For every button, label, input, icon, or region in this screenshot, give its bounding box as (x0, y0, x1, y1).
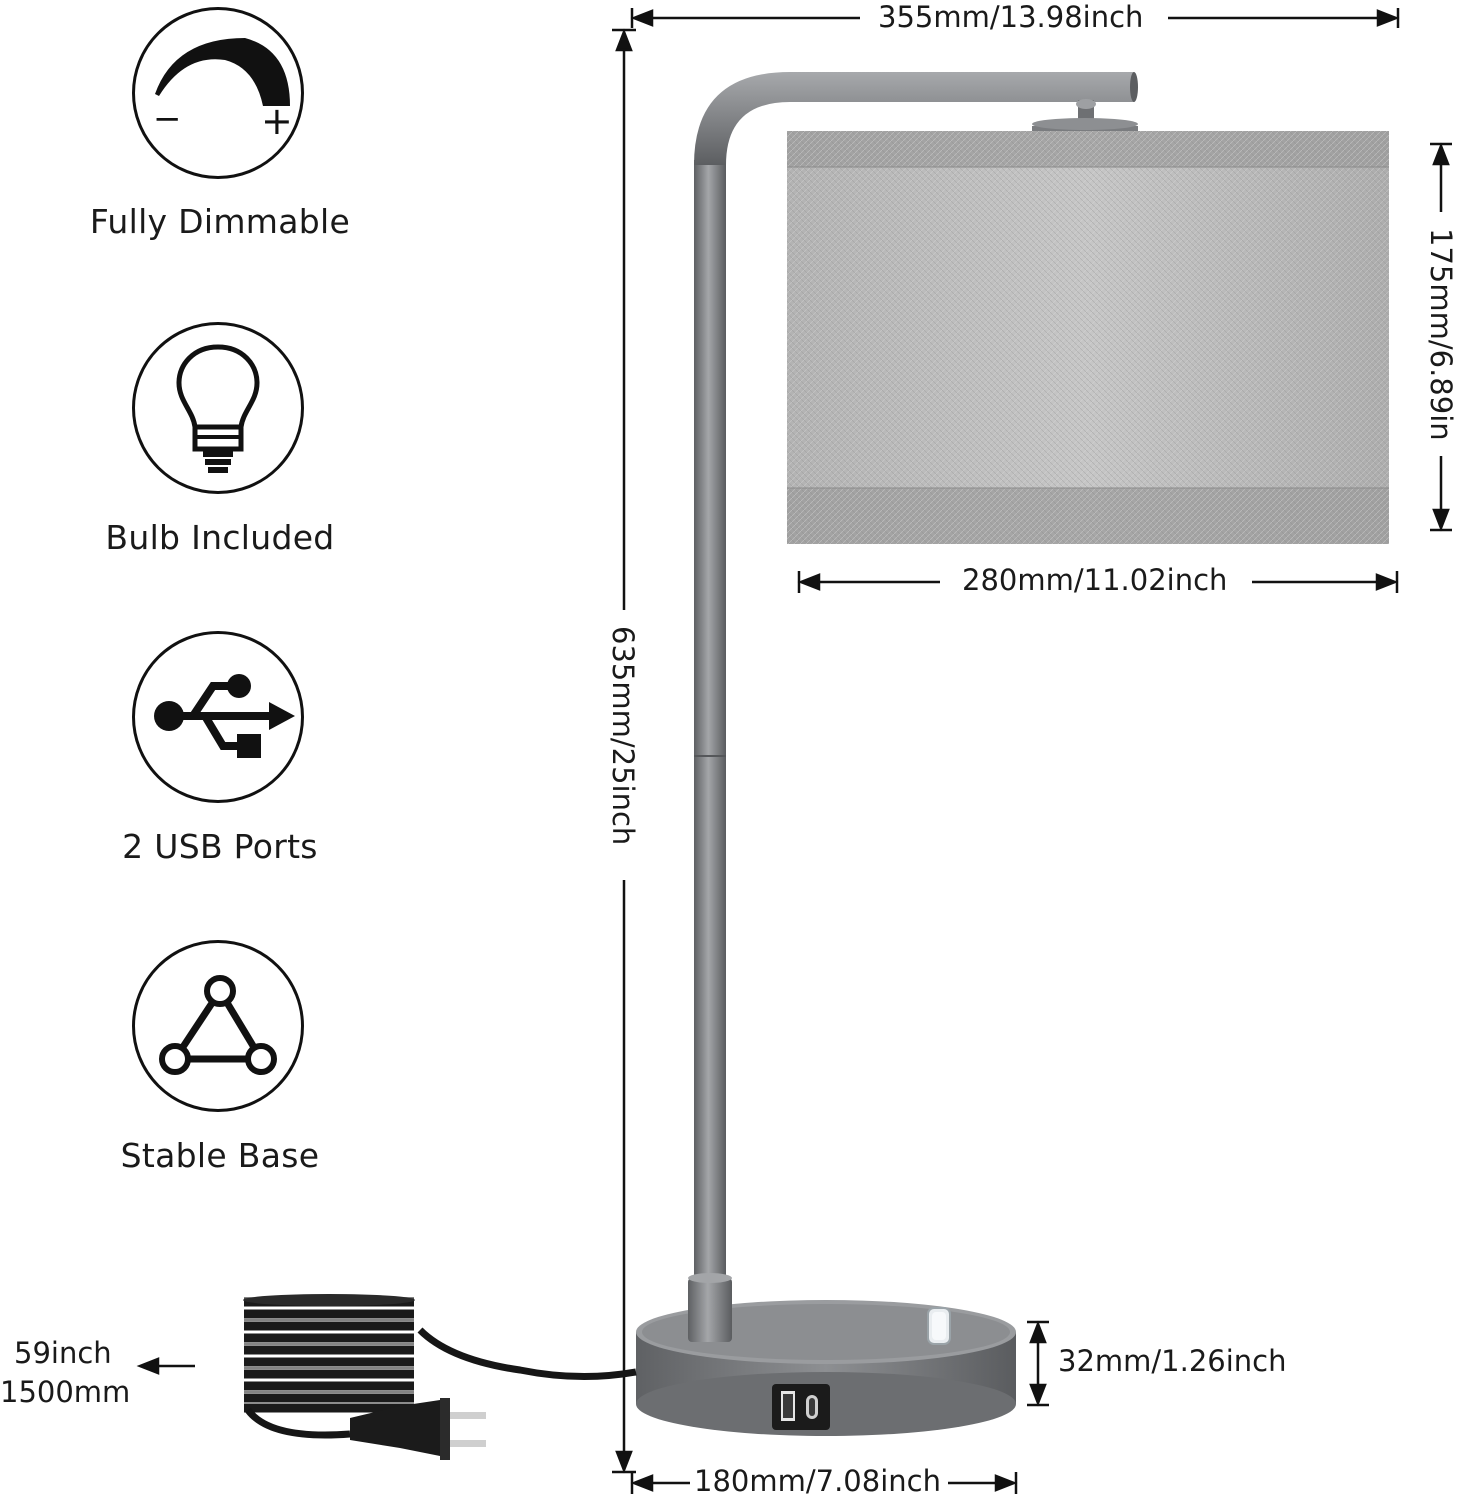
dimension-lines (136, 8, 1452, 1494)
bulb-icon (176, 344, 260, 473)
lamp-base (636, 1300, 1016, 1436)
cord-length-inch: 59inch (14, 1336, 112, 1370)
lamp-shade (787, 131, 1389, 544)
dimmer-icon: − + (153, 38, 293, 143)
dim-base-height: 32mm/1.26inch (1058, 1344, 1287, 1378)
usb-icon (154, 674, 295, 758)
feature-label-dimmable: Fully Dimmable (89, 202, 351, 241)
dim-shade-height: 175mm/6.89in (1424, 228, 1458, 441)
triangle-base-icon (159, 975, 277, 1075)
feature-usb-circle (132, 631, 304, 803)
feature-label-base: Stable Base (120, 1136, 320, 1175)
dim-overall-height: 635mm/25inch (606, 626, 640, 846)
dimmer-minus: − (153, 99, 182, 139)
feature-label-bulb: Bulb Included (105, 518, 335, 557)
cord-length-mm: 1500mm (0, 1375, 131, 1409)
feature-dimmable-circle: − + (132, 7, 304, 179)
feature-label-usb: 2 USB Ports (122, 827, 318, 866)
dim-overall-width: 355mm/13.98inch (878, 0, 1144, 34)
feature-base-circle (132, 940, 304, 1112)
dim-shade-width: 280mm/11.02inch (962, 563, 1228, 597)
dimmer-plus: + (261, 99, 293, 143)
lamp-pole (688, 72, 1138, 1342)
power-cord (243, 1294, 637, 1460)
feature-bulb-circle (132, 322, 304, 494)
dim-base-width: 180mm/7.08inch (694, 1464, 941, 1498)
